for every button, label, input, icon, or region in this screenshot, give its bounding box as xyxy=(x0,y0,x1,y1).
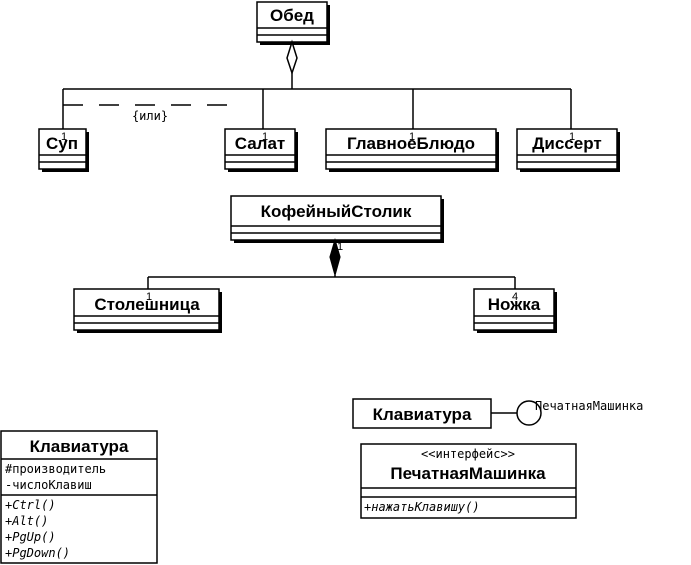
class-keyboard-short-name: Клавиатура xyxy=(373,405,472,424)
keyboard-lollipop: Клавиатура ПечатнаяМашинка xyxy=(352,398,643,429)
multiplicity-dessert: 1 xyxy=(569,131,575,143)
class-main-course-name: ГлавноеБлюдо xyxy=(347,134,475,153)
multiplicity-coffee-table: 1 xyxy=(337,241,343,253)
operation-alt: +Alt() xyxy=(5,514,48,528)
attribute-manufacturer: #производитель xyxy=(5,462,106,476)
class-keyboard-short[interactable] xyxy=(352,398,492,429)
class-leg-name: Ножка xyxy=(488,295,541,314)
class-leg[interactable]: Ножка 4 xyxy=(473,288,557,333)
class-salad[interactable]: Салат 1 xyxy=(224,128,298,172)
multiplicity-leg: 4 xyxy=(512,291,518,303)
class-dessert[interactable]: Диссерт 1 xyxy=(516,128,620,172)
class-soup[interactable]: Суп 1 xyxy=(38,128,89,172)
dinner-aggregation: Обед {или} Суп 1 Салат 1 xyxy=(38,1,620,172)
or-constraint-label: {или} xyxy=(132,109,168,123)
interface-lollipop-label: ПечатнаяМашинка xyxy=(535,399,643,413)
operation-pgup: +PgUp() xyxy=(5,530,56,544)
class-dinner-name: Обед xyxy=(270,6,314,25)
class-coffee-table-name: КофейныйСтолик xyxy=(261,202,412,221)
class-dessert-name: Диссерт xyxy=(532,134,601,153)
aggregation-diamond xyxy=(286,39,298,76)
operation-press-key: +нажатьКлавишу() xyxy=(364,500,480,514)
interface-name: ПечатнаяМашинка xyxy=(390,464,546,483)
class-main-course[interactable]: ГлавноеБлюдо 1 xyxy=(325,128,499,172)
class-tabletop-name: Столешница xyxy=(94,295,200,314)
operation-ctrl: +Ctrl() xyxy=(5,498,56,512)
interface-lollipop-icon xyxy=(516,400,542,426)
class-keyboard-full[interactable]: Клавиатура #производитель -числоКлавиш +… xyxy=(0,430,158,564)
attribute-key-count: -числоКлавиш xyxy=(5,478,92,492)
class-soup-name: Суп xyxy=(46,134,78,153)
multiplicity-salad: 1 xyxy=(262,131,268,143)
multiplicity-tabletop: 1 xyxy=(146,291,152,303)
interface-typewriter[interactable]: <<интерфейс>> ПечатнаяМашинка +нажатьКла… xyxy=(360,443,577,519)
class-salad-name: Салат xyxy=(235,134,286,153)
class-keyboard-name: Клавиатура xyxy=(30,437,129,456)
multiplicity-main-course: 1 xyxy=(409,131,415,143)
table-composition: КофейныйСтолик 1 Столешница 1 Ножка 4 xyxy=(73,195,557,333)
class-tabletop[interactable]: Столешница 1 xyxy=(73,288,222,333)
operation-pgdown: +PgDown() xyxy=(5,546,70,560)
multiplicity-soup: 1 xyxy=(61,131,67,143)
interface-stereotype: <<интерфейс>> xyxy=(421,447,515,461)
